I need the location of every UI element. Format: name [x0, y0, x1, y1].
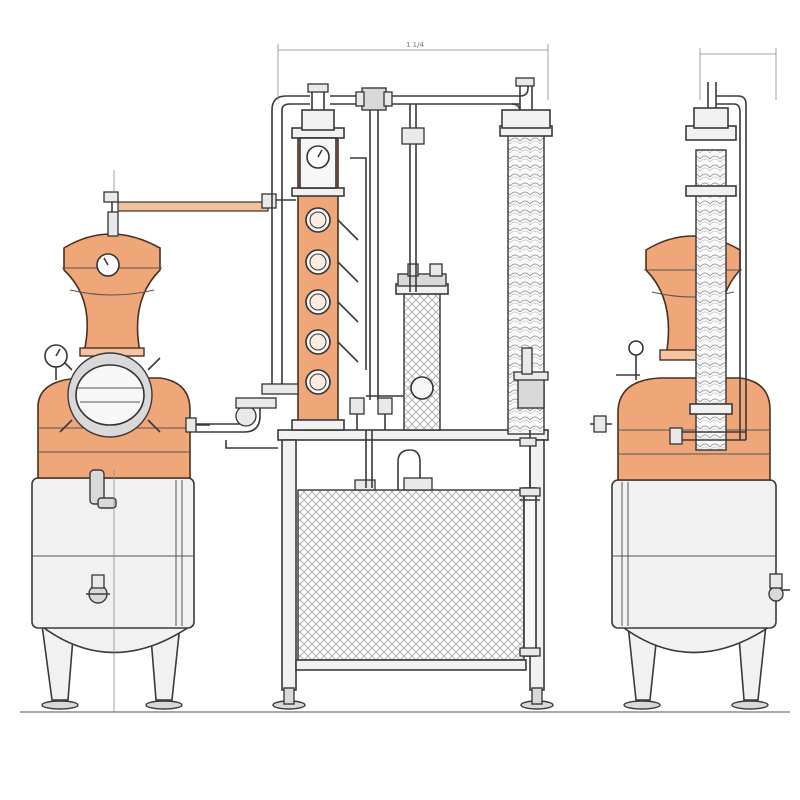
dimension-label: 1 1/4	[406, 41, 424, 49]
vapor-manifold: 1 1/4	[277, 41, 549, 400]
pot-still-side	[590, 48, 790, 710]
manifold-tee	[361, 87, 387, 111]
vapor-pipe	[117, 201, 269, 212]
helmet	[63, 233, 161, 353]
dephlegmator-column	[499, 86, 553, 501]
spirit-tank-frame	[272, 429, 554, 710]
frame-post	[281, 439, 297, 691]
sight-glass	[75, 364, 145, 426]
heat-exchanger-tank	[297, 489, 525, 661]
side-column	[695, 149, 727, 451]
bottom-dish	[37, 624, 195, 654]
bubble-cap-column	[196, 83, 367, 449]
condenser-body	[403, 291, 441, 431]
tank-base	[295, 659, 527, 671]
level-sight-tube	[523, 487, 537, 657]
valve	[89, 469, 105, 505]
condenser-porthole	[410, 376, 434, 400]
side-pressure-gauge	[628, 340, 644, 356]
foot	[145, 700, 183, 710]
side-water-jacket	[611, 479, 777, 629]
sensor-housing	[517, 377, 545, 409]
foot	[41, 700, 79, 710]
product-condenser	[349, 104, 449, 488]
pot-still-front	[31, 191, 269, 712]
side-copper-pot	[617, 377, 771, 481]
